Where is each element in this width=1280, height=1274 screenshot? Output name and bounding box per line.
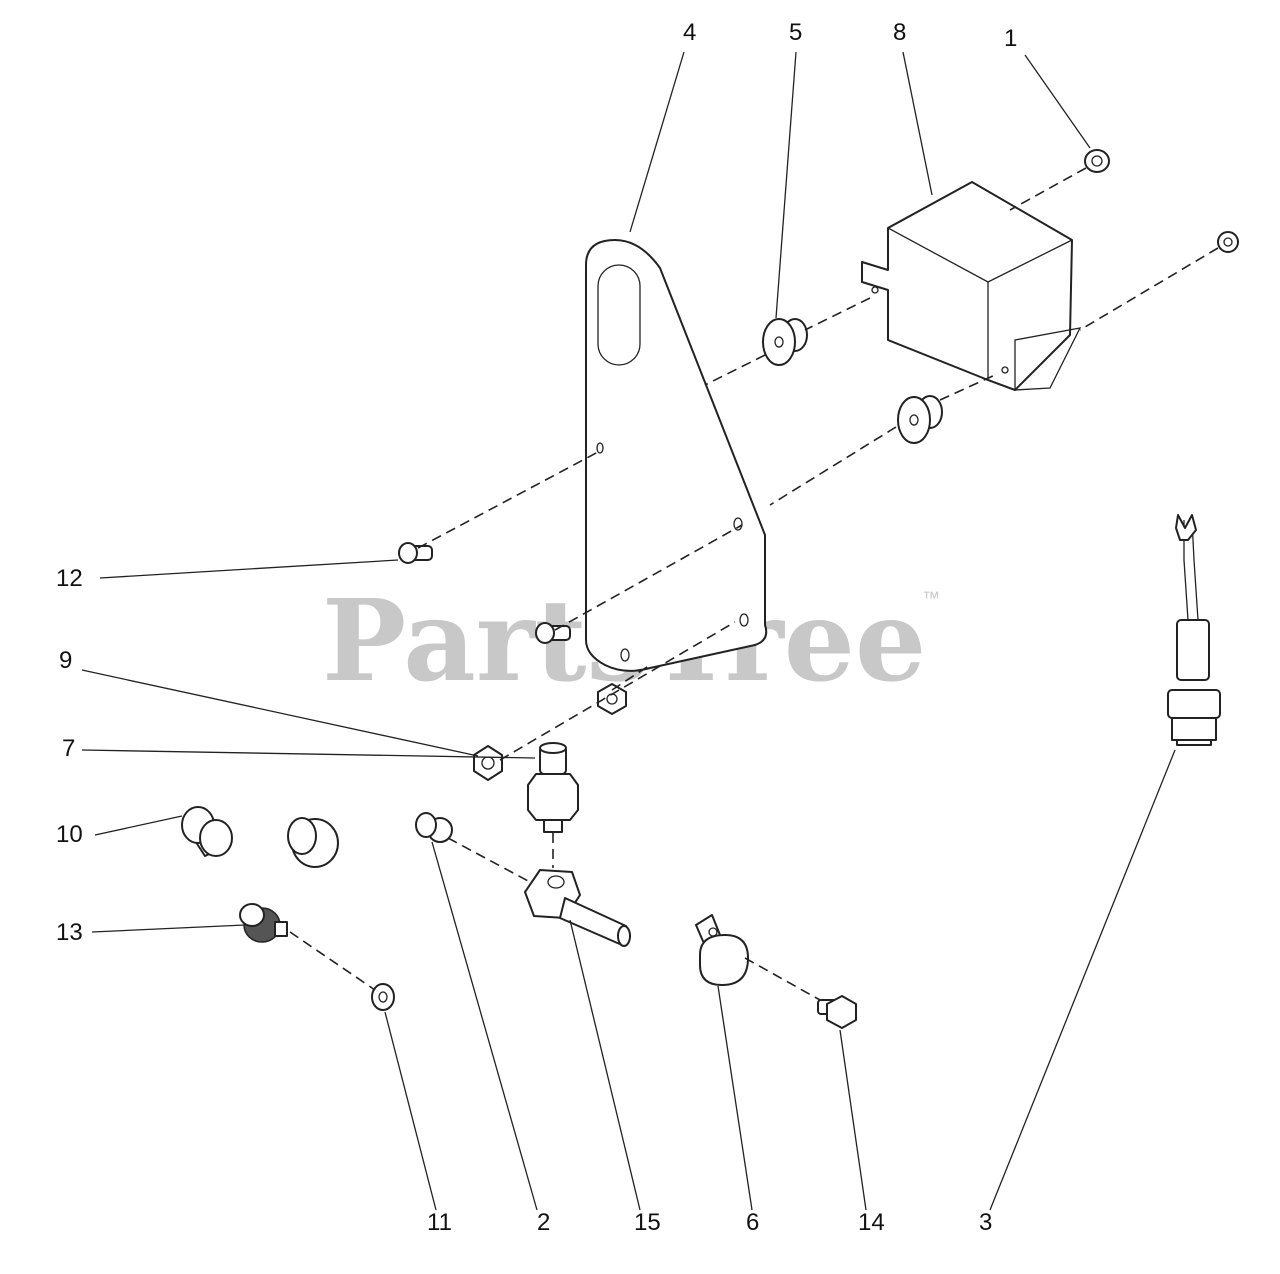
callout-6: 6 — [746, 1209, 759, 1236]
watermark-trademark: ™ — [922, 588, 940, 608]
callout-3: 3 — [979, 1209, 992, 1236]
screw-lower[interactable] — [535, 622, 571, 644]
callout-9: 9 — [59, 647, 72, 674]
cable-clamp[interactable] — [695, 914, 749, 986]
mounting-bracket[interactable] — [585, 239, 768, 672]
lock-washer[interactable] — [371, 983, 395, 1011]
grommet-upper[interactable] — [762, 318, 808, 366]
grommet-lower[interactable] — [897, 395, 943, 444]
pipe-plug[interactable] — [415, 812, 453, 843]
hex-bolt[interactable] — [817, 995, 857, 1029]
assembly-lines — [289, 167, 1219, 1001]
callout-13: 13 — [56, 919, 83, 946]
pressure-switch[interactable] — [527, 742, 579, 833]
callout-11: 11 — [427, 1209, 452, 1236]
leader-lines — [81, 51, 1176, 1211]
bushing-small[interactable] — [181, 806, 233, 857]
callout-2: 2 — [537, 1209, 550, 1236]
callout-10: 10 — [56, 821, 83, 848]
nut-right[interactable] — [1217, 231, 1239, 253]
nut-top[interactable] — [1084, 149, 1110, 173]
callout-4: 4 — [683, 19, 696, 46]
screw-upper[interactable] — [398, 542, 433, 564]
callout-5: 5 — [789, 19, 802, 46]
hex-nut-mid[interactable] — [597, 683, 627, 715]
callout-1: 1 — [1004, 25, 1017, 52]
callout-15: 15 — [634, 1209, 661, 1236]
callout-7: 7 — [62, 735, 75, 762]
tee-fitting[interactable] — [524, 869, 631, 947]
callout-14: 14 — [858, 1209, 885, 1236]
sensor[interactable] — [1167, 514, 1221, 746]
bushing-large[interactable] — [287, 817, 339, 868]
callout-12: 12 — [56, 565, 83, 592]
callout-labels: 4 5 8 1 12 9 7 10 13 11 2 15 6 14 3 — [56, 19, 1017, 1236]
callout-8: 8 — [893, 19, 906, 46]
control-box[interactable] — [861, 181, 1082, 391]
drain-plug[interactable] — [239, 903, 288, 943]
hex-nut-lower[interactable] — [473, 745, 503, 781]
